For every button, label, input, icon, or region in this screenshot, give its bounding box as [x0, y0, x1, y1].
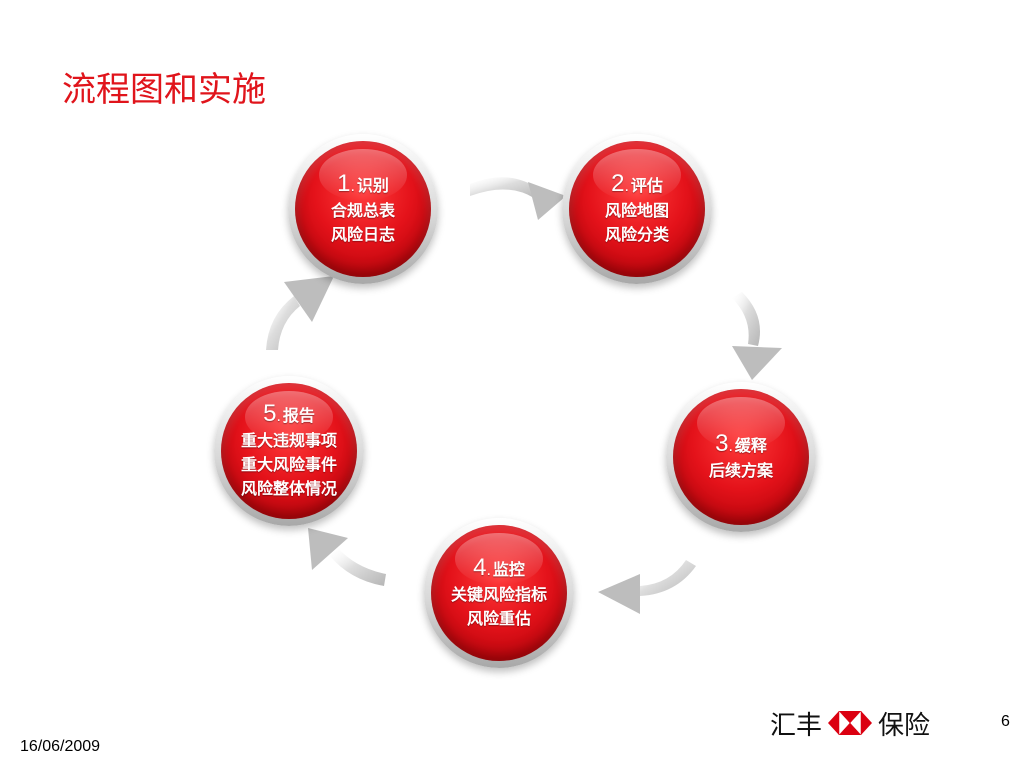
page-title: 流程图和实施	[62, 70, 266, 110]
step-4-text: 4.监控 关键风险指标 风险重估	[431, 525, 567, 661]
arrow-3-to-4-icon	[598, 560, 696, 614]
step-3-heading: 缓释	[734, 435, 767, 455]
step-5-number: 5	[263, 399, 277, 427]
step-1-node[interactable]: 1.识别 合规总表 风险日志	[288, 134, 438, 284]
step-5-line-2: 重大风险事件	[240, 454, 337, 474]
step-4-number: 4	[473, 553, 487, 581]
step-2-text: 2.评估 风险地图 风险分类	[569, 141, 705, 277]
footer-date: 16/06/2009	[20, 738, 101, 755]
step-4-line-1: 关键风险指标	[450, 584, 547, 604]
step-2-node[interactable]: 2.评估 风险地图 风险分类	[562, 134, 712, 284]
step-3-text: 3.缓释 后续方案	[673, 389, 809, 525]
step-1-heading: 识别	[356, 175, 389, 195]
page-number: 6	[1001, 713, 1010, 730]
logo-text-left: 汇丰	[770, 710, 823, 741]
step-1-text: 1.识别 合规总表 风险日志	[295, 141, 431, 277]
step-1-line-2: 风险日志	[330, 224, 395, 244]
hsbc-hexagon-logo-icon	[828, 711, 873, 735]
step-1-line-1: 合规总表	[330, 200, 395, 220]
step-5-text: 5.报告 重大违规事项 重大风险事件 风险整体情况	[221, 383, 357, 519]
logo-text-right: 保险	[878, 710, 931, 741]
arrow-4-to-5-icon	[308, 528, 386, 586]
step-2-number: 2	[611, 169, 625, 197]
hsbc-insurance-logo: 汇丰 保险	[770, 706, 931, 741]
step-4-node[interactable]: 4.监控 关键风险指标 风险重估	[424, 518, 574, 668]
step-4-heading: 监控	[492, 559, 525, 579]
step-2-line-2: 风险分类	[604, 224, 669, 244]
step-4-line-2: 风险重估	[466, 608, 531, 628]
step-3-line-1: 后续方案	[708, 460, 773, 480]
step-1-number: 1	[337, 169, 351, 197]
step-3-node[interactable]: 3.缓释 后续方案	[666, 382, 816, 532]
step-2-heading: 评估	[630, 175, 663, 195]
step-5-heading: 报告	[282, 405, 315, 425]
step-3-number: 3	[715, 429, 729, 457]
arrow-5-to-1-icon	[266, 276, 334, 350]
step-5-line-3: 风险整体情况	[240, 478, 337, 498]
arrow-1-to-2-icon	[470, 177, 566, 220]
step-2-line-1: 风险地图	[604, 200, 669, 220]
step-5-node[interactable]: 5.报告 重大违规事项 重大风险事件 风险整体情况	[214, 376, 364, 526]
step-5-line-1: 重大违规事项	[240, 430, 337, 450]
arrow-2-to-3-icon	[732, 292, 782, 380]
